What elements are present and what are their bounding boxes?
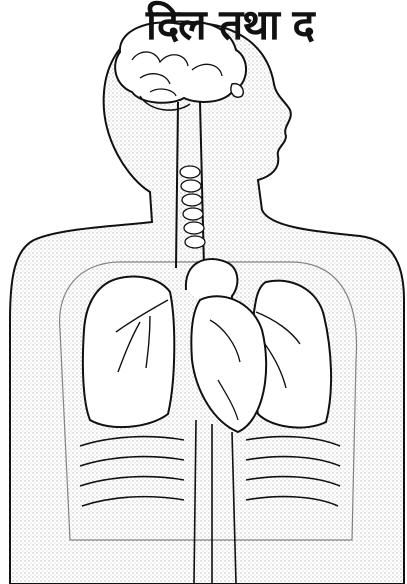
lung-left <box>83 277 174 428</box>
figure-title-text: दिल तथा द <box>146 4 314 46</box>
